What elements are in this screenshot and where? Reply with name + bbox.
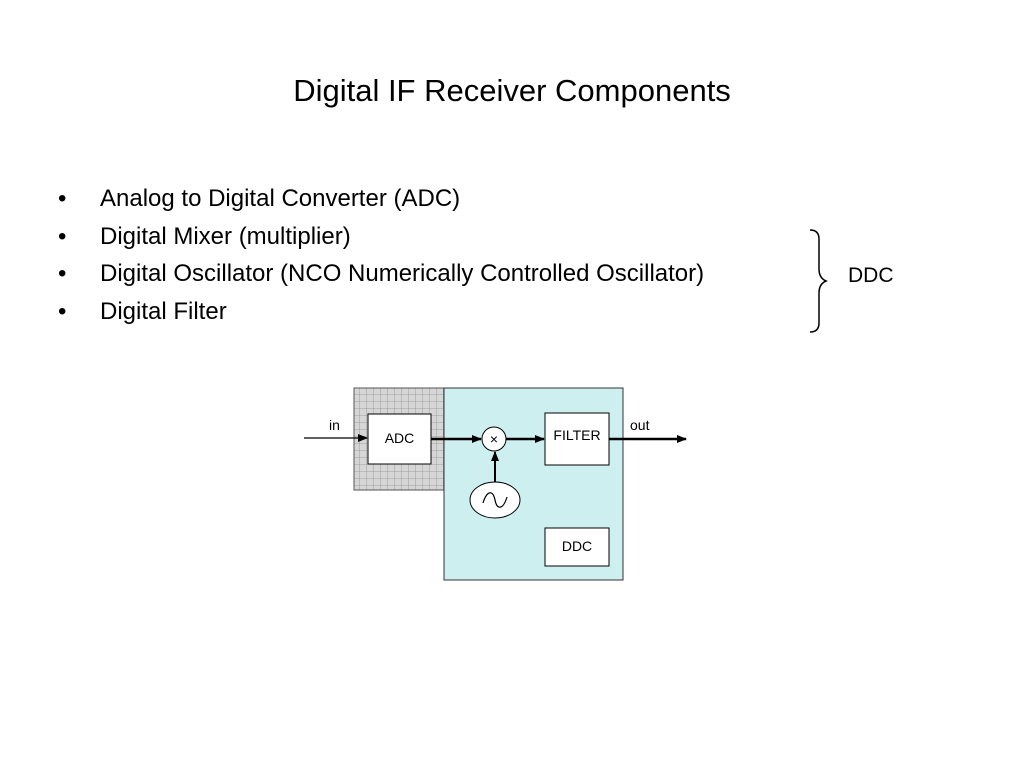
list-item-oscillator: • Digital Oscillator (NCO Numerically Co…: [58, 255, 704, 293]
bullet-icon: •: [58, 185, 67, 212]
slide-title: Digital IF Receiver Components: [293, 73, 731, 108]
list-item-text: Digital Oscillator (NCO Numerically Cont…: [100, 260, 705, 287]
ddc-block-diagram: in ADC × FILTER out DDC: [304, 387, 687, 581]
ddc-block-label: DDC: [562, 538, 592, 554]
list-item-text: Digital Filter: [100, 297, 227, 325]
list-item-filter: • Digital Filter: [58, 293, 704, 331]
ddc-brace-label: DDC: [848, 264, 894, 287]
list-item-mixer: • Digital Mixer (multiplier): [58, 218, 704, 256]
input-label: in: [329, 417, 340, 433]
component-list: • Analog to Digital Converter (ADC) • Di…: [58, 180, 704, 330]
output-label: out: [630, 417, 650, 433]
filter-block: [544, 412, 610, 466]
bullet-icon: •: [58, 260, 67, 287]
list-item-adc: • Analog to Digital Converter (ADC): [58, 180, 704, 218]
sine-wave-icon: [482, 492, 508, 508]
filter-block-label: FILTER: [553, 427, 600, 443]
list-item-text: Digital Mixer (multiplier): [100, 222, 351, 250]
right-brace-icon: [809, 229, 828, 333]
ddc-block: [544, 527, 610, 567]
bullet-icon: •: [58, 297, 67, 325]
adc-block: [367, 413, 432, 465]
list-item-text: Analog to Digital Converter (ADC): [100, 185, 461, 212]
bullet-icon: •: [58, 222, 67, 250]
multiply-icon: ×: [490, 431, 498, 447]
adc-block-label: ADC: [385, 430, 415, 446]
